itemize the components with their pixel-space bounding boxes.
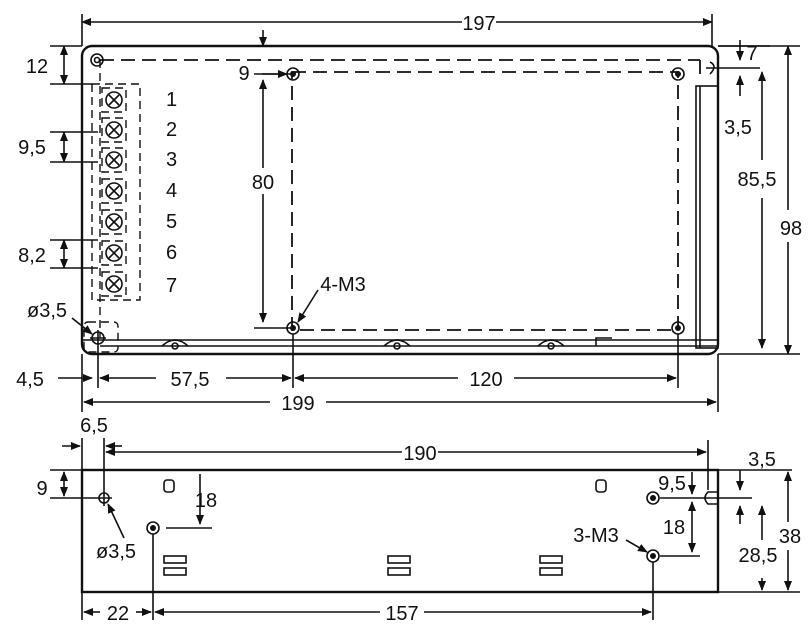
dim-side-hole-spacing-2: 18: [663, 517, 685, 539]
dim-right-offset: 7: [746, 43, 757, 65]
dim-overall-width: 197: [462, 13, 495, 35]
dim-total-width: 199: [281, 393, 314, 415]
dim-side-hole-height: 28,5: [739, 545, 778, 567]
label-mount-hole: 4-M3: [320, 274, 366, 296]
terminal-label-1: 1: [166, 89, 177, 111]
dim-slot-width: 3,5: [724, 117, 752, 139]
terminal-label-4: 4: [166, 180, 177, 202]
dim-terminal-pitch: 9,5: [18, 137, 46, 159]
vent-slots: [163, 555, 563, 576]
housing-feet: [161, 337, 612, 350]
dim-hole-offset: 9: [238, 63, 249, 85]
dim-top-margin: 12: [26, 56, 48, 78]
label-side-mount-hole: 3-M3: [573, 525, 619, 547]
dim-inner-height: 85,5: [738, 169, 777, 191]
side-view-housing: [80, 468, 720, 594]
dim-side-hole-right-offset: 9,5: [658, 473, 686, 495]
dim-dist-b: 120: [469, 369, 502, 391]
dim-side-hole-dist: 157: [385, 603, 418, 625]
terminal-label-3: 3: [166, 149, 177, 171]
label-hole-diameter: ø3,5: [27, 300, 67, 322]
dim-side-overall-height: 38: [779, 526, 801, 548]
terminal-label-2: 2: [166, 119, 177, 141]
dim-dist-a: 57,5: [171, 369, 210, 391]
corner-screw-icon: [90, 53, 104, 67]
dim-side-left-offset: 6,5: [80, 415, 108, 437]
label-side-hole-diameter: ø3,5: [96, 541, 136, 563]
dim-side-hole-spacing: 18: [195, 490, 217, 512]
top-view-housing: [80, 44, 720, 356]
terminal-block: [91, 83, 141, 301]
top-view: 1 2 3 4 5 6 7 197: [16, 13, 802, 415]
side-rail: [695, 85, 719, 349]
terminal-label-7: 7: [166, 275, 177, 297]
terminal-label-5: 5: [166, 211, 177, 233]
terminal-label-6: 6: [166, 242, 177, 264]
dim-overall-height: 98: [780, 218, 802, 240]
dim-side-left-hole: 22: [107, 603, 129, 625]
dim-terminal-pitch-2: 8,2: [18, 245, 46, 267]
dim-hole-spacing-v: 80: [252, 172, 274, 194]
dim-side-slot-width: 3,5: [748, 449, 776, 471]
dim-side-overall-width: 190: [403, 443, 436, 465]
dim-left-offset: 4,5: [16, 369, 44, 391]
side-view: 6,5 190 3,5 9 18 9,5 18 28,5: [36, 415, 801, 625]
dim-side-top-offset: 9: [36, 478, 47, 500]
pcb-outline: [291, 71, 679, 331]
